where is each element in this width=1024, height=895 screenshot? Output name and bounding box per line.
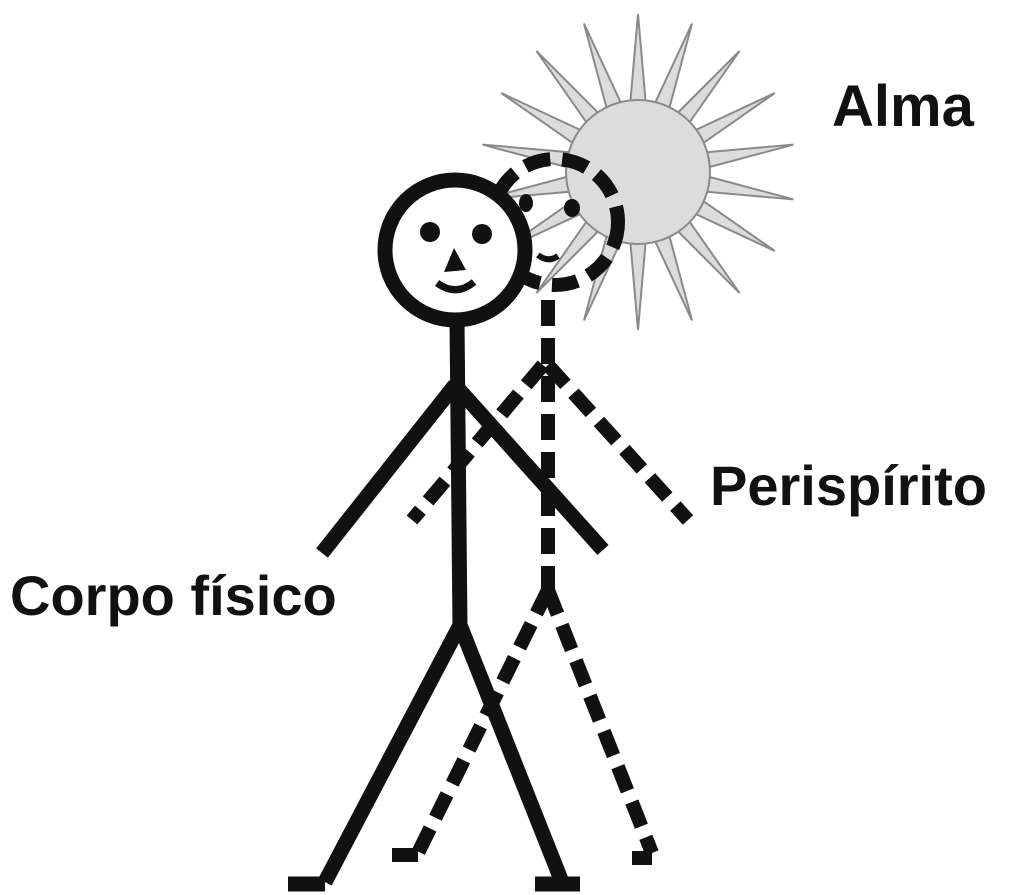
body-left-leg [325,625,460,882]
sun-ray [501,93,581,144]
sun-ray [705,177,793,200]
sun-ray [584,24,621,110]
body-right-eye [472,224,492,244]
perispirit-label: Perispírito [710,458,987,514]
perispirit-right-eye [564,199,580,217]
perispirit-left-eye [519,194,533,212]
sun-ray [630,242,645,330]
physical-body-label: Corpo físico [10,568,337,624]
soul-label: Alma [832,78,974,136]
perispirit-right-arm [548,365,688,520]
sun-ray [694,93,774,144]
sun-ray [677,51,740,124]
sun-ray [536,51,599,124]
body-left-eye [420,222,440,242]
sun-ray [694,200,774,251]
sun-ray [655,24,692,110]
perispirit-right-leg [548,590,652,853]
perispirit-mouth [538,255,558,259]
sun-ray [655,235,692,321]
body-spine [457,320,460,628]
sun-ray [705,145,793,168]
sun-ray [630,14,645,102]
perispirit-left-arm [412,365,543,520]
sun-disc [566,100,710,244]
sun-ray [677,220,740,293]
body-left-arm [322,385,455,553]
